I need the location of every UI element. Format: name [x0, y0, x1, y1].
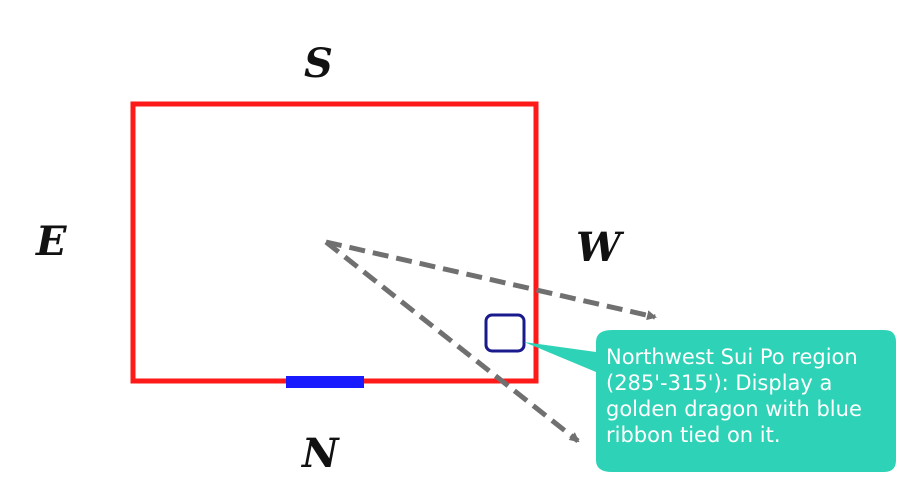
- callout-bubble: [524, 330, 896, 472]
- callout-text: Northwest Sui Po region (285'-315'): Dis…: [606, 345, 862, 447]
- compass-label-east: E: [36, 218, 67, 265]
- northwest-sector-box: [484, 313, 526, 353]
- arrow-northwest-upper: [325, 239, 657, 321]
- compass-label-south: S: [304, 40, 333, 87]
- door-marker: [286, 376, 364, 388]
- arrow-northwest-lower: [324, 240, 580, 443]
- compass-label-west: W: [576, 224, 621, 271]
- compass-label-north: N: [302, 430, 339, 477]
